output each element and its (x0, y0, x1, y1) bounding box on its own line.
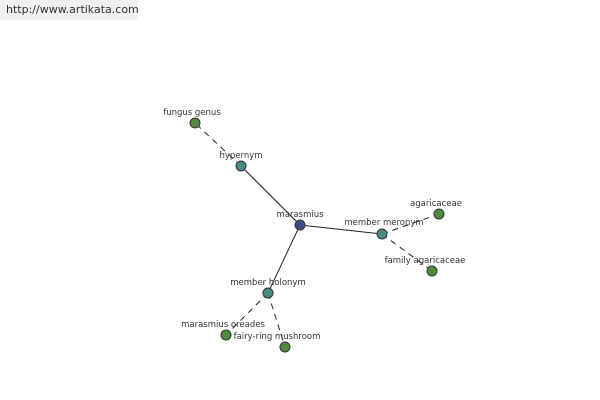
edge-marasmius-to-member-holonym (267, 224, 301, 294)
node-family-agaricaceae[interactable] (426, 265, 438, 277)
node-label-fairy-ring-mushroom[interactable]: fairy-ring mushroom (234, 332, 321, 342)
edge-marasmius-to-hypernym (240, 165, 301, 226)
node-member-holonym[interactable] (262, 287, 274, 299)
node-marasmius-oreades[interactable] (220, 329, 232, 341)
node-label-hypernym[interactable]: hypernym (219, 151, 262, 161)
node-label-member-meronym[interactable]: member meronym (344, 218, 423, 228)
site-url-link[interactable]: http://www.artikata.com (0, 0, 139, 20)
node-agaricaceae[interactable] (433, 208, 445, 220)
node-label-marasmius-oreades[interactable]: marasmius oreades (181, 320, 265, 330)
graph-labels: marasmius hypernym member meronym member ho… (163, 108, 465, 342)
node-hypernym[interactable] (235, 160, 247, 172)
edge-marasmius-to-member-meronym (299, 224, 383, 235)
graph-edges (194, 122, 440, 348)
node-label-member-holonym[interactable]: member holonym (230, 278, 305, 288)
edge-member-holonym-to-marasmius-oreades (225, 292, 269, 336)
node-fungus-genus[interactable] (189, 117, 201, 129)
node-label-agaricaceae[interactable]: agaricaceae (410, 199, 462, 209)
node-label-family-agaricaceae[interactable]: family agaricaceae (385, 256, 466, 266)
edge-member-holonym-to-fairy-ring-mushroom (267, 292, 286, 348)
node-fairy-ring-mushroom[interactable] (279, 341, 291, 353)
graph-nodes (189, 117, 445, 353)
node-label-fungus-genus[interactable]: fungus genus (163, 108, 221, 118)
node-marasmius[interactable] (294, 219, 306, 231)
node-label-marasmius[interactable]: marasmius (276, 210, 324, 220)
node-member-meronym[interactable] (376, 228, 388, 240)
